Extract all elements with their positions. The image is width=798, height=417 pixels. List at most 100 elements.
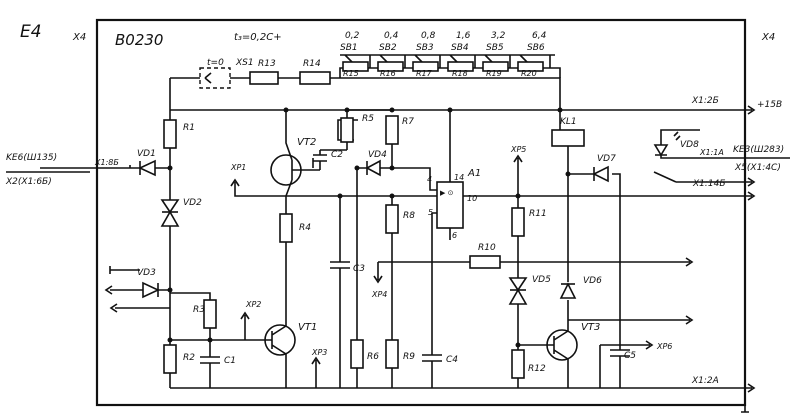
- resistor-r20: [517, 61, 544, 72]
- sb5-label: SB5: [486, 43, 504, 53]
- capacitor-c5-label: C5: [624, 351, 636, 361]
- sb4-time: 1,6: [456, 31, 471, 41]
- resistor-r4-label: R4: [299, 223, 311, 233]
- vt2-label: VT2: [297, 137, 316, 148]
- resistor-r11-label: R11: [529, 209, 547, 219]
- vd4-label: VD4: [368, 150, 387, 160]
- resistor-r13: [249, 71, 279, 85]
- plus-15v: +15В: [757, 100, 782, 110]
- xp5-arrow: [513, 154, 523, 170]
- resistor-r13-label: R13: [258, 59, 276, 69]
- chain-wire-c: [330, 77, 561, 110]
- chip-pin-14: 14: [454, 173, 464, 182]
- relay-kl1: [551, 129, 585, 147]
- resistor-r7-label: R7: [402, 117, 414, 127]
- xp1-arrow: [230, 178, 240, 187]
- board-outline: [95, 18, 747, 407]
- resistor-r3: [203, 299, 217, 329]
- xp4-label: XP4: [371, 290, 387, 299]
- top-rail-arrow: [745, 105, 756, 115]
- ext-right-top: KE3(Ш283): [733, 145, 784, 155]
- diode-vd4: [365, 159, 381, 177]
- resistor-r1: [163, 119, 177, 149]
- capacitor-c3-label: C3: [353, 264, 365, 274]
- capacitor-c4-label: C4: [446, 355, 458, 365]
- diode-vd1: [138, 159, 156, 177]
- capacitor-c4: [422, 213, 442, 388]
- resistor-r16-label: R16: [380, 69, 396, 78]
- resistor-r10-label: R10: [478, 243, 496, 253]
- resistor-r20-label: R20: [521, 69, 537, 78]
- xp3-arrow: [311, 356, 321, 388]
- page-label: E4: [20, 22, 42, 42]
- capacitor-c3: [330, 196, 350, 388]
- xs1-label: XS1: [235, 58, 254, 68]
- chip-a1: [436, 181, 464, 229]
- sb4-label: SB4: [451, 43, 469, 53]
- chip-pin-5: 5: [428, 208, 433, 217]
- chip-a1-label: A1: [467, 168, 481, 179]
- diode-vd6: [559, 282, 577, 299]
- pin-x1-1a: X1:1A: [699, 148, 724, 157]
- connector-right-label: X4: [761, 32, 775, 43]
- chip-pin-6: 6: [452, 231, 457, 240]
- sb5-time: 3,2: [491, 31, 506, 41]
- capacitor-c1: [200, 340, 220, 388]
- t0-label: t=0: [207, 58, 224, 68]
- resistor-r11: [511, 207, 525, 237]
- resistor-r8: [385, 204, 399, 234]
- resistor-r4: [279, 213, 293, 243]
- pin-x1-2a: X1:2A: [691, 376, 719, 386]
- pin-x1-14b: X1:14Б: [692, 179, 726, 189]
- switch-chain: 0,2 SB1 R15 0,4 SB2 R16 0,8 SB3 R17 1,6 …: [339, 31, 561, 78]
- vd7-label: VD7: [597, 154, 616, 164]
- bottom-rail-arrow: [745, 383, 756, 393]
- resistor-r6-label: R6: [367, 352, 379, 362]
- sb2-time: 0,4: [384, 31, 399, 41]
- timing-label: t₃=0,2C+: [234, 32, 282, 43]
- zener-vd2: [160, 199, 180, 227]
- vd8-label: VD8: [680, 140, 699, 150]
- resistor-r12-label: R12: [528, 364, 546, 374]
- resistor-r7: [385, 115, 399, 145]
- vd5-label: VD5: [532, 275, 551, 285]
- vd2-label: VD2: [183, 198, 202, 208]
- diode-vd3: [142, 281, 160, 299]
- xp3-label: XP3: [311, 348, 327, 357]
- capacitor-c5: [610, 349, 630, 388]
- resistor-r2-label: R2: [183, 353, 195, 363]
- chip-pin-10: 10: [467, 194, 477, 203]
- ext-left-bottom: X2(X1:6Б): [5, 177, 52, 187]
- resistor-r17-label: R17: [416, 69, 433, 78]
- zener-vd5: [508, 277, 528, 305]
- xp4-arrow: [373, 261, 470, 284]
- vt1-label: VT1: [298, 322, 317, 333]
- resistor-r5: [340, 117, 354, 143]
- sb3-label: SB3: [416, 43, 434, 53]
- board-code: B0230: [115, 31, 163, 49]
- vd6-label: VD6: [583, 276, 602, 286]
- capacitor-c2-label: C2: [331, 150, 343, 160]
- resistor-r15-label: R15: [343, 69, 359, 78]
- resistor-r18: [447, 61, 474, 72]
- xp6-label: XP6: [656, 342, 672, 351]
- vd3-label: VD3: [137, 268, 156, 278]
- diode-vd7: [592, 165, 609, 183]
- resistor-r10: [469, 255, 501, 269]
- resistor-r17: [412, 61, 439, 72]
- resistor-r2: [163, 344, 177, 374]
- xp2-arrow: [240, 311, 250, 340]
- resistor-r8-label: R8: [403, 211, 415, 221]
- resistor-r6: [350, 339, 364, 369]
- resistor-r14: [299, 71, 331, 85]
- resistor-r9-label: R9: [403, 352, 415, 362]
- sb3-time: 0,8: [421, 31, 436, 41]
- t0-arrow: [204, 72, 212, 84]
- led-rays-icon: [673, 131, 681, 141]
- resistor-r1-label: R1: [183, 123, 195, 133]
- resistor-r5-label: R5: [362, 114, 374, 124]
- t0-dashed-block: [199, 67, 231, 89]
- sb6-time: 6,4: [532, 31, 547, 41]
